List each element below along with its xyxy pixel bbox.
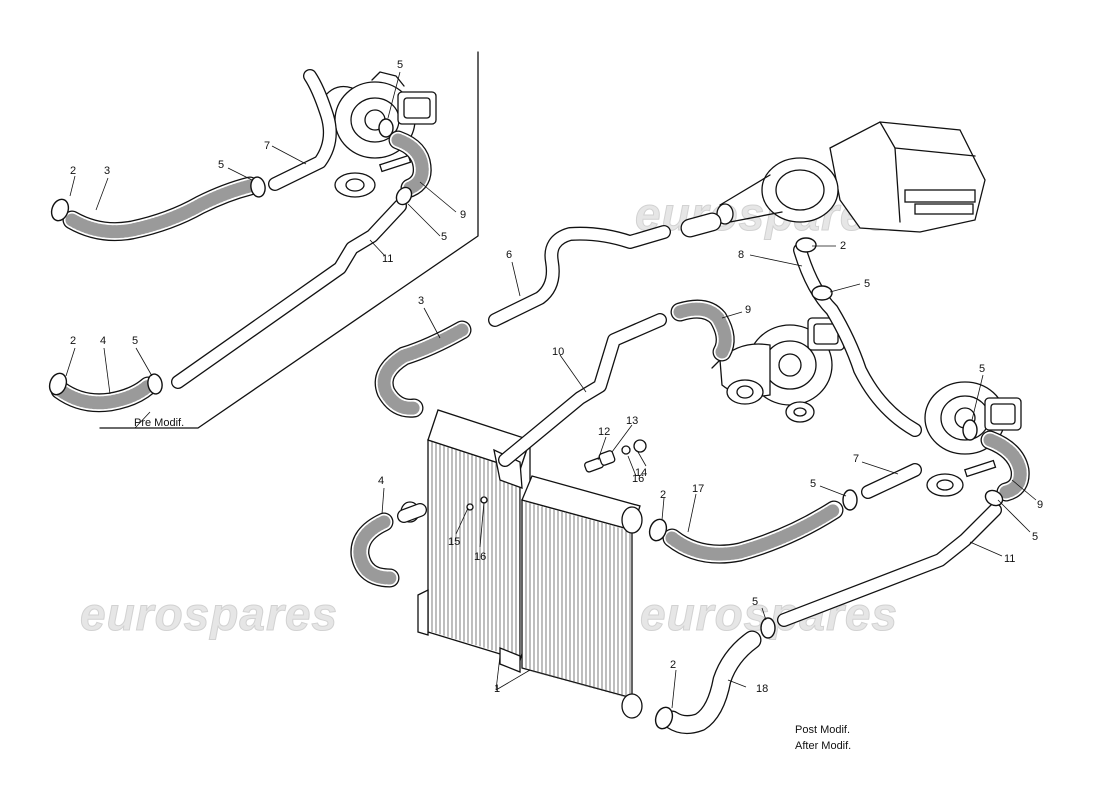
callout-13: 13 xyxy=(626,415,638,427)
clamp-5-right-low xyxy=(984,489,1004,507)
callout-6: 6 xyxy=(506,249,512,261)
intercooler xyxy=(400,409,643,719)
clamp-5-right xyxy=(962,419,978,441)
callout-inset-2b: 2 xyxy=(70,335,76,347)
main-hoses xyxy=(350,212,1030,735)
callout-16-right: 16 xyxy=(632,473,644,485)
callout-5-right: 5 xyxy=(979,363,985,375)
callout-3-main: 3 xyxy=(418,295,424,307)
inset-clamp-2 xyxy=(50,198,70,222)
callout-1: 1 xyxy=(494,683,500,695)
callout-2-low: 2 xyxy=(670,659,676,671)
callout-inset-5c: 5 xyxy=(441,231,447,243)
callout-8: 8 xyxy=(738,249,744,261)
callout-inset-9: 9 xyxy=(460,209,466,221)
callout-4-main: 4 xyxy=(378,475,384,487)
callout-inset-11: 11 xyxy=(382,253,393,265)
main-callouts: 2 8 5 9 6 3 10 5 7 9 5 11 5 17 2 12 13 1… xyxy=(378,240,1043,695)
callout-inset-5d: 5 xyxy=(132,335,138,347)
pre-modif-inset: 2 3 5 5 7 9 5 11 2 4 5 Pre Modif. xyxy=(48,51,479,429)
clamp-2-low xyxy=(654,706,674,730)
callout-inset-5a: 5 xyxy=(218,159,224,171)
callout-9-right: 9 xyxy=(1037,499,1043,511)
clamp-5-low xyxy=(760,617,776,639)
callout-11-right: 11 xyxy=(1004,553,1015,565)
callout-18: 18 xyxy=(756,683,768,695)
callout-9-center: 9 xyxy=(745,304,751,316)
callout-12: 12 xyxy=(598,426,610,438)
callout-2-top: 2 xyxy=(840,240,846,252)
inset-clamp-2b xyxy=(48,372,68,396)
clamp-5-top xyxy=(811,285,833,301)
inset-clamp-5b xyxy=(378,118,394,138)
callout-2-mid: 2 xyxy=(660,489,666,501)
callout-16-left: 16 xyxy=(474,551,486,563)
main-leaders xyxy=(381,245,1037,709)
inset-clamp-5a xyxy=(250,176,266,198)
fitting-13 xyxy=(598,450,616,466)
clamp-5-mid xyxy=(842,489,858,511)
washer-16 xyxy=(621,445,631,455)
callout-inset-4: 4 xyxy=(100,335,106,347)
fittings xyxy=(584,439,647,473)
inset-clamp-5d xyxy=(147,373,163,395)
inset-border xyxy=(99,51,479,429)
clamp-2-top xyxy=(795,237,817,253)
pre-modif-label: Pre Modif. xyxy=(134,417,184,429)
callout-17: 17 xyxy=(692,483,704,495)
callout-inset-7: 7 xyxy=(264,140,270,152)
callout-inset-5b: 5 xyxy=(397,59,403,71)
inset-clamp-5c xyxy=(395,186,413,206)
post-modif-label: Post Modif. xyxy=(795,724,850,736)
callout-14: 14 xyxy=(635,467,647,479)
callout-7-right: 7 xyxy=(853,453,859,465)
throttle-body-assembly xyxy=(716,121,986,233)
callout-5-low: 5 xyxy=(752,596,758,608)
intercooler-fins xyxy=(431,442,631,699)
callout-5-mid: 5 xyxy=(810,478,816,490)
after-modif-label: After Modif. xyxy=(795,740,851,752)
watermark-lower-left: eurospares xyxy=(80,588,338,640)
callout-15: 15 xyxy=(448,536,460,548)
callout-5-right-low: 5 xyxy=(1032,531,1038,543)
callout-10: 10 xyxy=(552,346,564,358)
callout-inset-3: 3 xyxy=(104,165,110,177)
callout-5-top: 5 xyxy=(864,278,870,290)
nut-14 xyxy=(633,439,647,453)
callout-inset-2: 2 xyxy=(70,165,76,177)
main-clamps xyxy=(648,237,1004,730)
